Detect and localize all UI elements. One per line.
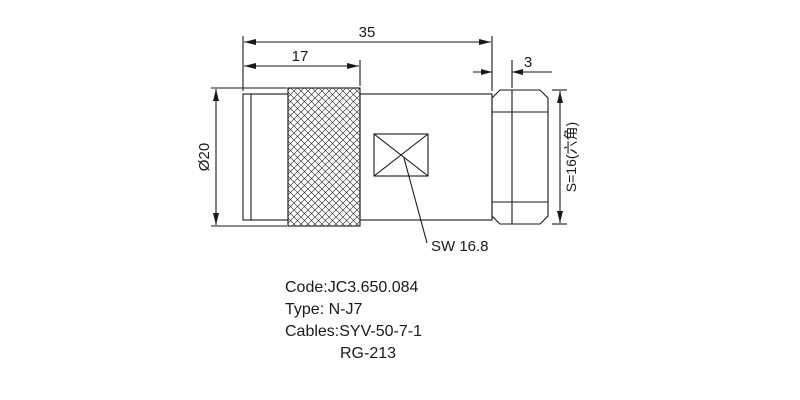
solder-hole-marker: [373, 133, 429, 177]
drawing-text: 35 17 3 Ø20 S=16(六角) SW 16.8 Code:JC3.65…: [196, 24, 579, 362]
dim-label-knurl-length: 17: [292, 48, 309, 65]
dim-overall-length: [242, 36, 493, 91]
coupling-nut-front: [242, 93, 289, 221]
dim-label-diameter: Ø20: [196, 143, 213, 171]
note-type: Type: N-J7: [285, 301, 362, 318]
wrench-size-leader-line: [403, 157, 428, 244]
dim-label-wrench-size: SW 16.8: [431, 238, 489, 255]
hex-nut: [491, 89, 549, 225]
note-cables-2: RG-213: [340, 345, 396, 362]
drawing-lines: [211, 36, 567, 244]
note-code: Code:JC3.650.084: [285, 279, 419, 296]
dim-diameter: [211, 87, 287, 227]
note-cables: Cables:SYV-50-7-1: [285, 323, 422, 340]
connector-body: [359, 93, 493, 221]
dim-hex-size: [552, 89, 567, 225]
dim-label-overall-length: 35: [359, 24, 376, 41]
knurled-grip: [287, 87, 361, 227]
dim-hex-thickness: [473, 60, 552, 88]
dim-knurl-length: [244, 60, 361, 86]
dim-label-hex-size: S=16(六角): [563, 122, 579, 192]
notes-block: Code:JC3.650.084 Type: N-J7 Cables:SYV-5…: [285, 279, 422, 362]
dim-label-hex-thickness: 3: [524, 54, 532, 71]
